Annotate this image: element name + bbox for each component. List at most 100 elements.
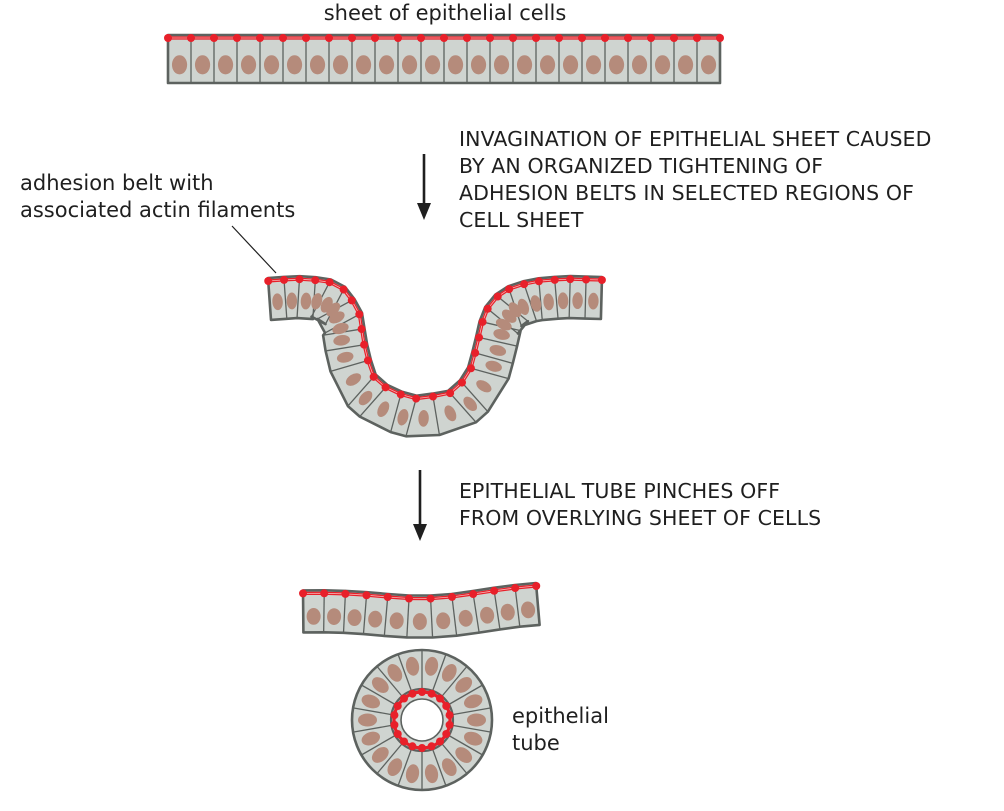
cell-wall	[431, 653, 447, 692]
adhesion-junction-dot	[393, 730, 402, 738]
cell-nucleus	[286, 55, 303, 75]
cell-nucleus	[517, 298, 530, 316]
cell-nucleus	[405, 764, 420, 784]
tube-cells	[350, 648, 494, 792]
epithelial-tube-label: tube	[512, 731, 560, 755]
cell-nucleus	[543, 293, 554, 311]
step2-caption: EPITHELIAL TUBE PINCHES OFF FROM OVERLYI…	[459, 479, 821, 530]
adhesion-junction-dot	[396, 390, 405, 399]
cell-nucleus	[217, 55, 234, 75]
adhesion-junction-dot	[532, 581, 541, 590]
adhesion-junction-dot	[466, 364, 475, 373]
adhesion-junction-dot	[295, 275, 304, 284]
adhesion-junction-dot	[446, 389, 455, 398]
adhesion-junction-dot	[302, 34, 310, 42]
adhesion-junction-dot	[597, 275, 606, 284]
cell-nucleus	[405, 656, 420, 676]
cell-nucleus	[495, 318, 512, 331]
cell-nucleus	[397, 408, 409, 426]
cell-nucleus	[389, 612, 404, 630]
cell-nucleus	[347, 609, 362, 626]
cell-nucleus	[588, 292, 599, 310]
cell-wall	[397, 748, 413, 787]
adhesion-junction-dot	[550, 275, 559, 284]
cell-nucleus	[557, 292, 569, 310]
adhesion-junction-dot	[418, 688, 426, 696]
cell-nucleus	[240, 55, 257, 75]
cell-nucleus	[345, 373, 362, 386]
cell-nucleus	[493, 55, 510, 75]
adhesion-junction-dot	[582, 275, 591, 284]
cell-wall	[472, 590, 480, 633]
adhesion-junction-dot	[394, 34, 402, 42]
adhesion-junction-dot	[360, 340, 369, 349]
overlying-sheet-cells	[301, 581, 541, 639]
adhesion-junction-dot	[348, 34, 356, 42]
cell-nucleus	[631, 55, 648, 75]
adhesion-junction-dot	[390, 711, 399, 720]
adhesion-junction-dot	[520, 280, 529, 289]
adhesion-junction-dot	[429, 392, 438, 401]
adhesion-junction-dot	[400, 737, 409, 746]
adhesion-junction-dot	[320, 589, 329, 598]
cell-nucleus	[309, 55, 326, 75]
adhesion-junction-dot	[463, 34, 471, 42]
cell-wall	[431, 393, 441, 436]
adhesion-junction-dot	[435, 694, 444, 703]
adhesion-junction-dot	[532, 34, 540, 42]
cell-nucleus	[377, 401, 390, 418]
cell-nucleus	[654, 55, 671, 75]
cell-nucleus	[387, 758, 403, 777]
adhesion-junction-dot	[486, 34, 494, 42]
adhesion-junction-dot	[325, 278, 334, 287]
cell-nucleus	[368, 610, 383, 628]
cell-wall	[359, 384, 389, 417]
cell-nucleus	[608, 55, 625, 75]
cell-wall	[448, 684, 483, 706]
cell-nucleus	[412, 613, 427, 630]
cell-nucleus	[424, 764, 439, 784]
adhesion-junction-dot	[442, 730, 451, 738]
cell-nucleus	[306, 607, 321, 625]
cell-nucleus	[378, 55, 395, 75]
cell-nucleus	[467, 713, 486, 727]
cell-nucleus	[171, 55, 188, 75]
adhesion-junction-dot	[363, 356, 372, 365]
cell-wall	[441, 743, 468, 775]
invaginating-sheet-adhesion-belt	[264, 275, 606, 403]
cell-nucleus	[470, 55, 487, 75]
adhesion-junction-dot	[357, 325, 366, 334]
cell-wall	[361, 734, 396, 756]
cell-wall	[283, 276, 288, 319]
cell-nucleus	[444, 405, 457, 422]
adhesion-junction-dot	[325, 34, 333, 42]
adhesion-junction-dot	[447, 592, 456, 601]
cell-wall	[397, 653, 413, 692]
cell-wall	[325, 343, 368, 352]
adhesion-junction-dot	[511, 584, 520, 593]
cell-wall	[376, 743, 403, 775]
adhesion-junction-dot	[355, 310, 364, 319]
adhesion-junction-dot	[435, 737, 444, 746]
cell-nucleus	[455, 747, 473, 763]
cell-nucleus	[371, 747, 389, 763]
adhesion-junction-dot	[693, 34, 701, 42]
adhesion-junction-dot	[505, 285, 514, 294]
step1-caption-line: INVAGINATION OF EPITHELIAL SHEET CAUSED	[459, 127, 932, 151]
adhesion-junction-dot	[383, 593, 392, 602]
adhesion-junction-dot	[280, 275, 289, 284]
adhesion-junction-dot	[578, 34, 586, 42]
adhesion-junction-dot	[347, 296, 356, 305]
cell-nucleus	[355, 55, 372, 75]
cell-nucleus	[530, 295, 542, 312]
cell-wall	[452, 707, 492, 716]
adhesion-junction-dot	[442, 702, 451, 710]
cell-nucleus	[516, 55, 533, 75]
adhesion-junction-dot	[339, 285, 348, 294]
cell-nucleus	[521, 601, 536, 619]
epithelial-tube-label: epithelial	[512, 704, 609, 728]
adhesion-junction-dot	[341, 589, 350, 598]
cell-nucleus	[361, 731, 380, 746]
step1-caption-line: CELL SHEET	[459, 208, 584, 232]
step1-caption: INVAGINATION OF EPITHELIAL SHEET CAUSED …	[459, 127, 932, 232]
